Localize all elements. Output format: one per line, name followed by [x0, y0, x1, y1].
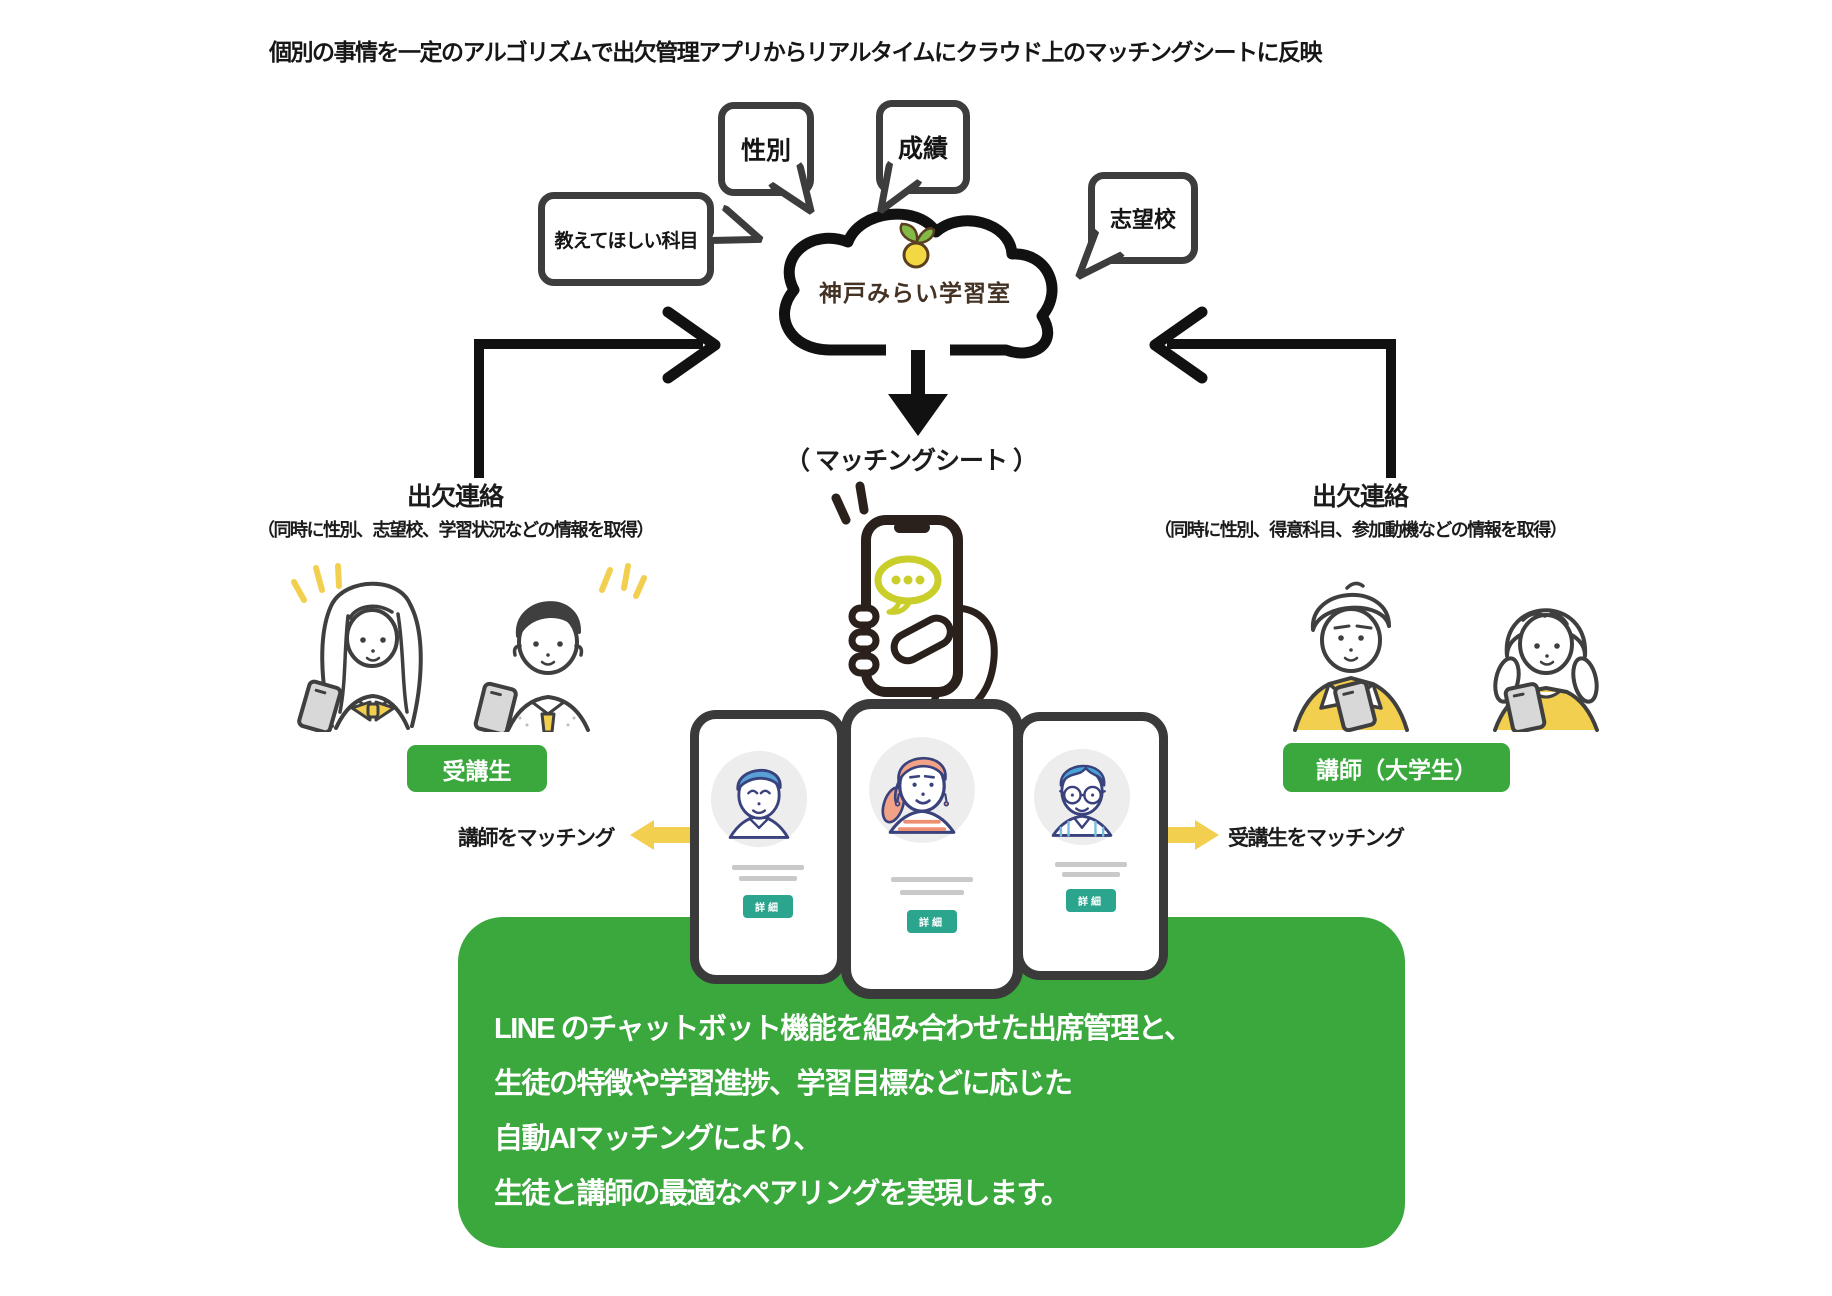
left-subheading: （同時に性別、志望校、学習状況などの情報を取得） — [257, 520, 655, 540]
detail-button: 詳細 — [1066, 889, 1116, 912]
arrow-left-to-cloud-icon — [474, 306, 721, 478]
cloud-logo-text: 神戸みらい学習室 — [819, 280, 1011, 306]
placeholder-text-bar — [1062, 872, 1120, 877]
placeholder-text-bar — [739, 876, 797, 881]
speech-bubble-school-label: 志望校 — [1109, 207, 1176, 232]
right-subheading: （同時に性別、得意科目、参加動機などの情報を取得） — [1153, 520, 1568, 540]
speech-tail-icon — [1075, 228, 1125, 280]
yellow-arrow-right-icon — [1165, 820, 1219, 850]
speech-bubble-subject: 教えてほしい科目 — [538, 192, 764, 286]
speech-bubble-school: 志望校 — [1075, 172, 1198, 280]
matching-sheet-label: （ マッチングシート ） — [785, 447, 1038, 475]
detail-button: 詳細 — [907, 910, 957, 933]
profile-card-left: 詳細 — [690, 710, 846, 984]
description-line-3: 自動AIマッチングにより、 — [494, 1123, 822, 1155]
left-heading: 出欠連絡 — [406, 483, 504, 511]
diagram-title: 個別の事情を一定のアルゴリズムで出欠管理アプリからリアルタイムにクラウド上のマッ… — [268, 39, 1323, 65]
match-teachers-label: 講師をマッチング — [458, 827, 616, 850]
speech-tail-icon — [877, 161, 923, 215]
description-line-2: 生徒の特徴や学習進捗、学習目標などに応じた — [494, 1068, 1073, 1100]
students-badge: 受講生 — [407, 745, 547, 792]
description-panel: LINE のチャットボット機能を組み合わせた出席管理と、 生徒の特徴や学習進捗、… — [458, 917, 1405, 1248]
speech-bubble-subject-label: 教えてほしい科目 — [554, 230, 698, 252]
placeholder-text-bar — [900, 890, 964, 895]
avatar-man-glasses — [1033, 748, 1131, 846]
speech-bubble-grades-label: 成績 — [897, 135, 948, 163]
match-students-label: 受講生をマッチング — [1228, 827, 1405, 850]
tutors-badge: 講師（大学生） — [1283, 743, 1510, 792]
arrow-right-to-cloud-icon — [1149, 306, 1396, 478]
speech-bubble-gender-label: 性別 — [740, 137, 791, 165]
description-line-4: 生徒と講師の最適なペアリングを実現します。 — [494, 1178, 1070, 1210]
cloud-icon — [779, 208, 1058, 362]
arrow-down-icon — [888, 350, 948, 436]
speech-bubble-grades: 成績 — [876, 100, 970, 215]
sprout-icon — [899, 222, 936, 269]
profile-card-right: 詳細 — [1014, 712, 1168, 980]
placeholder-text-bar — [732, 865, 804, 870]
right-heading: 出欠連絡 — [1311, 483, 1409, 511]
speech-tail-icon — [710, 204, 764, 245]
placeholder-text-bar — [891, 877, 973, 882]
hand-phone-illustration — [831, 481, 998, 710]
students-illustration — [291, 563, 647, 732]
avatar-woman-coral-hair — [869, 737, 975, 843]
yellow-arrow-left-icon — [630, 820, 696, 850]
avatar-man-blue-hair — [710, 750, 808, 848]
placeholder-text-bar — [1055, 862, 1127, 867]
speech-bubble-gender: 性別 — [718, 102, 815, 215]
description-line-1: LINE のチャットボット機能を組み合わせた出席管理と、 — [494, 1013, 1193, 1045]
profile-card-middle: 詳細 — [841, 699, 1023, 999]
speech-tail-icon — [768, 162, 815, 215]
detail-button: 詳細 — [743, 895, 793, 918]
tutors-illustration — [1293, 581, 1599, 732]
